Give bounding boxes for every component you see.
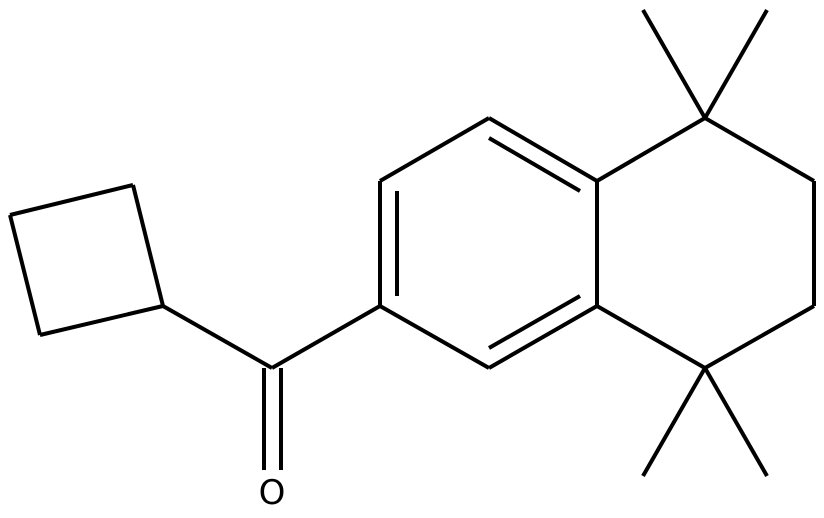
bond-cq1-ch2a (703, 116, 816, 183)
bond-cq1-methyl-b (703, 9, 769, 119)
bond-ar3-ar4 (487, 116, 599, 183)
bond-ar2-ar3 (378, 116, 491, 183)
bond-ar5-ar6 (488, 304, 598, 370)
bond-cq2-methyl-b (703, 367, 769, 477)
bond-cb1-carbonyl (162, 304, 273, 370)
bond-cq1-methyl-a (641, 9, 707, 119)
benzene-ring (378, 116, 599, 370)
bond-cq2-methyl-a (641, 367, 707, 477)
bond-carbonyl-ring (271, 304, 381, 370)
bond-cb3-cb4 (8, 214, 42, 336)
bond-ar3-ar4-inner (487, 136, 582, 193)
bond-ar5-ar6-inner (488, 294, 581, 350)
cyclobutane-ring (8, 183, 165, 337)
bond-ar4-cq1 (595, 116, 707, 183)
carbonyl-group: O (162, 304, 381, 513)
bond-ar6-ar1 (379, 304, 490, 370)
bond-cq2-ar5 (596, 304, 706, 370)
cyclohexane-ring (595, 116, 816, 370)
bond-cb1-cb2 (131, 184, 165, 307)
bond-cb2-cb3 (9, 183, 134, 217)
oxygen-label: O (259, 473, 286, 513)
bond-cb4-cb1 (39, 304, 164, 337)
methyl-groups (641, 9, 769, 477)
bond-ch2b-cq2 (704, 304, 815, 370)
